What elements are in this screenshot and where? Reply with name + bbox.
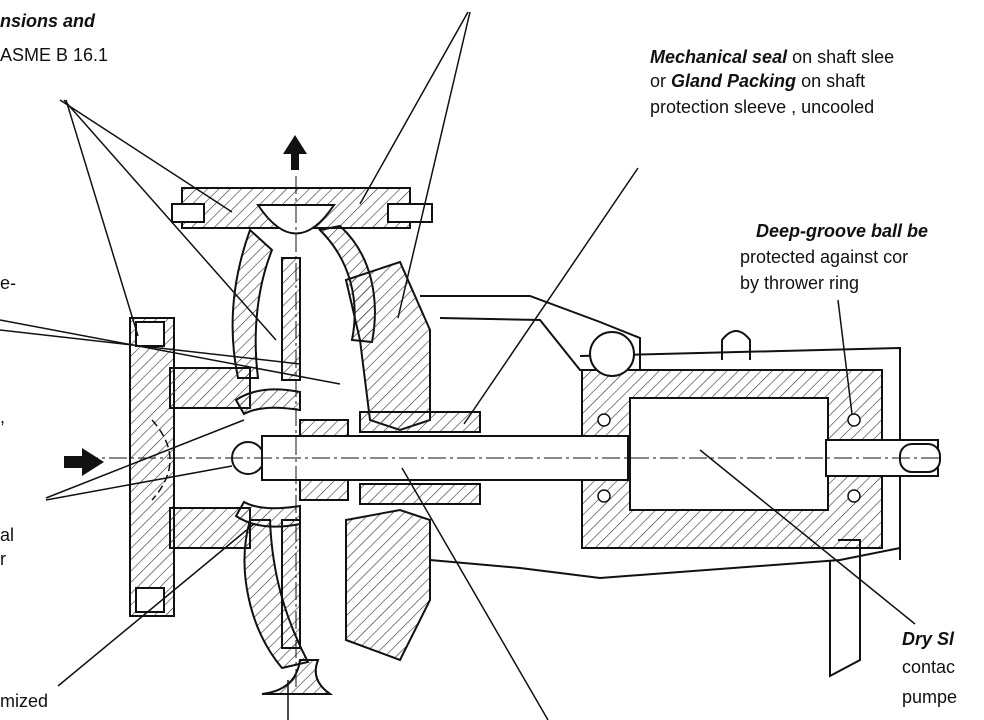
label-mechanical-seal: Mechanical seal on shaft slee	[650, 47, 895, 67]
ball-bearings	[597, 413, 861, 503]
discharge-flange	[171, 187, 433, 235]
label-bearing-protected: protected against cor	[740, 247, 909, 267]
label-ball-bearing: Deep-groove ball be	[756, 221, 929, 241]
label-left-al: al	[0, 525, 15, 545]
label-gland-packing: or Gland Packing on shaft	[650, 71, 866, 91]
label-dry-pumped: pumpe	[902, 687, 958, 707]
casing-cover	[344, 260, 431, 662]
label-left-comma: ,	[0, 407, 6, 427]
suction-nozzle	[129, 317, 251, 617]
label-dry-contact: contac	[902, 657, 956, 677]
label-thrower-ring: by thrower ring	[740, 273, 860, 293]
leader-lines	[0, 11, 916, 720]
discharge-arrow-icon	[283, 135, 307, 170]
suction-opening-line	[151, 419, 171, 501]
label-left-mized: mized	[0, 691, 49, 711]
label-protection-sleeve: protection sleeve , uncooled	[650, 97, 875, 117]
bearing-bracket	[420, 295, 901, 678]
label-dry-shaft: Dry Sl	[902, 629, 955, 649]
label-top-left: nsions and	[0, 11, 96, 31]
suction-arrow-icon	[64, 448, 104, 476]
label-left-r: r	[0, 549, 6, 569]
label-left-e: e-	[0, 273, 17, 293]
label-top-left-standard: ASME B 16.1	[0, 45, 109, 65]
